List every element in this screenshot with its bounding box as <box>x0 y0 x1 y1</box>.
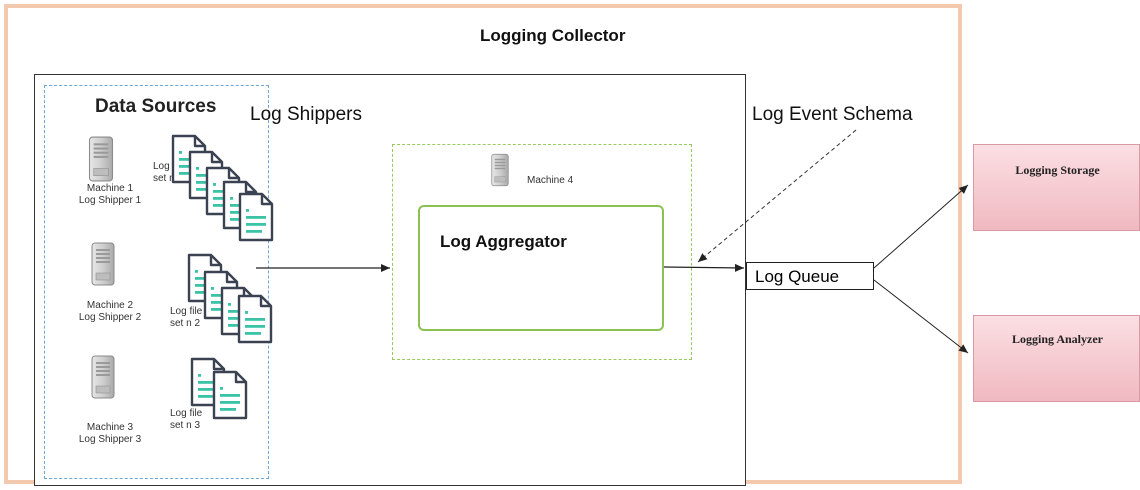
machine4-label: Machine 4 <box>527 175 574 186</box>
machine4-server-icon <box>491 153 509 187</box>
data-sources-group <box>44 85 269 479</box>
queue-to-analyzer-arrow <box>873 279 969 354</box>
log-aggregator-box[interactable] <box>418 205 664 331</box>
log-aggregator-label: Log Aggregator <box>440 232 567 251</box>
logging-storage-label: Logging Storage <box>1015 163 1100 177</box>
logging-analyzer-label: Logging Analyzer <box>1011 332 1103 346</box>
machine4-group <box>392 144 692 360</box>
logging-analyzer-box[interactable]: Logging Analyzer <box>973 315 1140 402</box>
log-queue-label: Log Queue <box>755 267 840 286</box>
machine3-server-icon <box>91 355 115 399</box>
schema-dashed-arrow <box>697 129 857 263</box>
aggregator-to-queue-arrow <box>663 263 745 272</box>
log-event-schema-label: Log Event Schema <box>752 104 913 125</box>
logging-storage-box[interactable]: Logging Storage <box>973 144 1140 231</box>
machine2-server-icon <box>91 242 115 286</box>
document-icon <box>238 192 274 242</box>
log-shippers-label: Log Shippers <box>250 104 362 125</box>
document-icon <box>237 294 273 344</box>
logging-collector-title: Logging Collector <box>480 26 626 45</box>
document-icon <box>212 370 248 420</box>
machine1-server-icon <box>88 136 114 182</box>
log-queue-box[interactable]: Log Queue <box>746 262 874 290</box>
data-sources-title: Data Sources <box>95 96 217 117</box>
queue-to-storage-arrow <box>873 184 969 269</box>
